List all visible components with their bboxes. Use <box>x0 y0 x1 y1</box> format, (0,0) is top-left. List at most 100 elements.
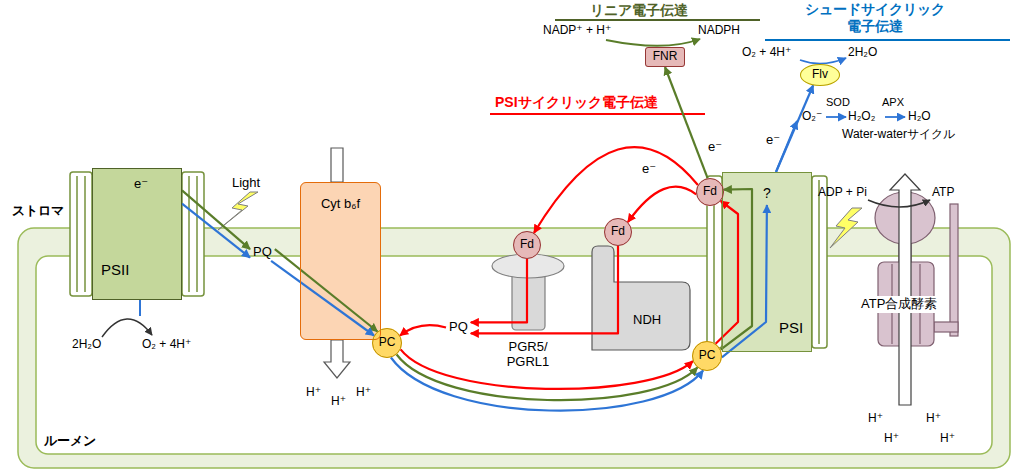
atp-synthase <box>934 322 958 332</box>
node-label: ATP合成酵素 <box>861 297 937 312</box>
node-label: PQ <box>253 245 272 260</box>
chemical-label: 2H₂O <box>72 338 101 352</box>
electron-flow-arrow <box>722 205 767 357</box>
region-label: ルーメン <box>44 434 96 449</box>
ferredoxin-circle: Fd <box>696 178 724 206</box>
photosystem-box: e⁻ PSII <box>92 168 182 300</box>
plastoquinone: PQ <box>446 319 471 336</box>
electron-flow-arrow <box>275 249 378 331</box>
complex-name: PGR5/ PGRL1 <box>500 340 556 370</box>
reaction-arrow <box>885 116 905 118</box>
chemical-label: O₂⁻ <box>802 110 822 124</box>
electron-label: e⁻ <box>708 140 722 155</box>
chemical-label: NADPH <box>698 24 740 38</box>
complex-name: PSII <box>101 261 129 278</box>
section-title: シュードサイクリック 電子伝達 <box>800 1 950 35</box>
node-label: Fd <box>703 185 717 199</box>
photosystem-ii-pillar <box>84 176 86 292</box>
node-label: PC <box>379 336 396 350</box>
photosystem-box-fill <box>92 168 182 300</box>
light-bolt <box>218 192 258 230</box>
chemical-label: 2H₂O <box>848 46 877 60</box>
chemical-label: H₂O₂ <box>848 110 875 124</box>
photosystem-ii-pillar <box>188 176 190 292</box>
region-label: ストロマ <box>12 204 64 219</box>
ferredoxin-circle-fill <box>696 178 724 206</box>
electron-flow-arrow <box>400 325 446 335</box>
enzyme-ellipse: Flv <box>800 64 840 86</box>
electron-flow-arrow <box>776 85 813 172</box>
proton-label: H⁺ <box>306 386 321 400</box>
title-underline <box>490 20 1010 114</box>
proton-label: H⁺ <box>926 412 941 426</box>
photosystem-ii-pillar <box>196 176 198 292</box>
cytochrome-box-fill <box>300 182 381 340</box>
electron-label: e⁻ <box>642 162 656 177</box>
light-bolt <box>830 208 862 248</box>
enzyme-label: SOD <box>826 96 850 109</box>
node-label: PQ <box>449 320 468 335</box>
proton-label: H⁺ <box>868 412 883 426</box>
proton-label: H⁺ <box>356 386 371 400</box>
ferredoxin-circle: Fd <box>513 231 541 259</box>
electron-flow-arrow <box>471 259 527 322</box>
electron-label: e⁻ <box>134 177 148 192</box>
photosystem-ii-pillar <box>182 172 204 296</box>
electron-flow-arrow <box>534 147 698 233</box>
plastoquinone: PQ <box>250 244 275 261</box>
atp-synthase <box>868 200 930 207</box>
enzyme-ellipse-fill <box>800 64 840 86</box>
electron-label: e⁻ <box>766 133 780 148</box>
electron-flow-arrow <box>182 204 250 258</box>
node-label: PC <box>699 349 716 363</box>
complex-name: NDH <box>630 312 664 329</box>
ferredoxin-circle-fill <box>513 231 541 259</box>
cycle-label: Water-waterサイクル <box>842 128 955 142</box>
atp-synthase-label: ATP合成酵素 <box>858 296 940 313</box>
atp-synthase <box>890 174 920 405</box>
chemical-label: O₂ + 4H⁺ <box>142 338 191 352</box>
electron-flow-arrow <box>665 67 708 178</box>
enzyme-box-fill <box>645 47 685 67</box>
atp-synthase <box>950 204 958 336</box>
section-title: リニア電子伝達 <box>590 2 688 18</box>
photosystem-box: ?PSI <box>722 172 812 352</box>
title-underline <box>490 113 705 115</box>
chemical-label: O₂ + 4H⁺ <box>742 46 791 60</box>
electron-flow-arrow <box>716 201 738 344</box>
photosystem-ii-pillar <box>70 172 92 296</box>
node-label: PGR5/ PGRL1 <box>500 340 556 370</box>
atp-synthase <box>868 174 958 405</box>
plastocyanin-circle-fill <box>692 341 722 371</box>
node-label: Fd <box>611 225 625 239</box>
electron-flow-arrow <box>628 187 696 222</box>
proton-label: H⁺ <box>884 432 899 446</box>
light-label: Light <box>232 176 260 191</box>
cytochrome-box: Cyt b₆f <box>300 182 381 340</box>
title-underline <box>555 19 760 21</box>
node-label: Flv <box>812 68 828 82</box>
section-title: PSIサイクリック電子伝達 <box>495 94 658 110</box>
complex-name: PSI <box>779 319 803 336</box>
reaction-arrow <box>826 116 846 118</box>
enzyme-label: APX <box>882 96 904 109</box>
electron-flow-arrow <box>471 246 618 333</box>
electron-flow-arrow <box>271 261 374 336</box>
title-underline <box>765 39 1010 41</box>
ferredoxin-circle-fill <box>604 218 632 246</box>
electron-flow-arrow <box>721 189 752 350</box>
proton-pump-arrow <box>324 340 350 378</box>
chemical-label: ATP <box>932 186 954 200</box>
photosystem-i-pillar <box>812 176 827 348</box>
ferredoxin-circle: Fd <box>604 218 632 246</box>
enzyme-box: FNR <box>645 47 685 67</box>
chemical-label: ADP + Pi <box>818 186 867 200</box>
node-label: Fd <box>520 238 534 252</box>
proton-label: H⁺ <box>331 395 346 409</box>
node-label: Cyt b₆f <box>301 197 380 212</box>
chemical-label: H₂O <box>908 110 931 124</box>
